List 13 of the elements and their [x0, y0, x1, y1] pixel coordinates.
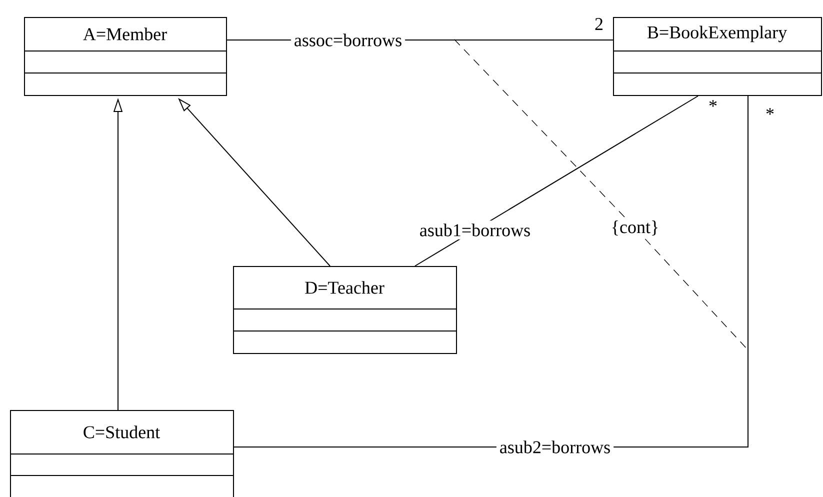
- constraint-label: {cont}: [612, 220, 658, 236]
- multiplicity-label: 2: [595, 18, 603, 30]
- constraint-line: [452, 36, 625, 218]
- constraint-line: [644, 238, 748, 350]
- edge-label: asub2=borrows: [496, 438, 614, 456]
- edge-label: asub1=borrows: [416, 220, 534, 240]
- association-line: [414, 96, 698, 266]
- class-box: D=Teacher: [232, 266, 457, 354]
- class-box: A=Member: [24, 17, 227, 96]
- class-box: C=Student: [10, 410, 234, 497]
- edge-label: assoc=borrows: [290, 30, 406, 50]
- class-box: B=BookExemplary: [612, 17, 822, 96]
- multiplicity-label: *: [709, 100, 717, 107]
